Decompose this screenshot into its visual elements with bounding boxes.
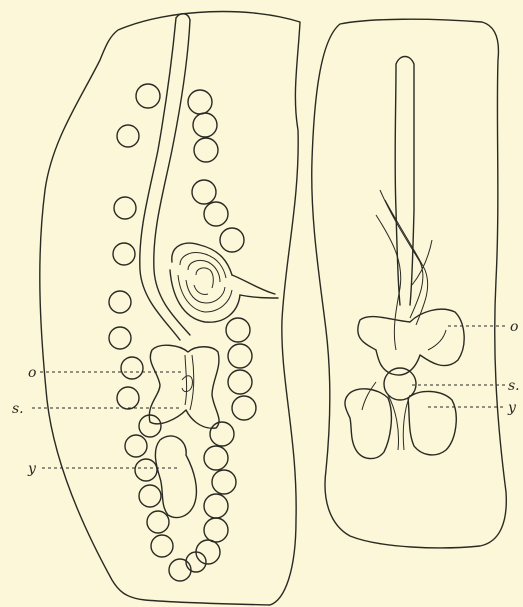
left-coiled-organ (170, 243, 278, 322)
right-nerve-cord (395, 57, 414, 306)
right-label-s: s. (508, 378, 520, 394)
right-specimen: o s. y (312, 19, 520, 548)
left-follicles (109, 84, 256, 581)
left-label-y: y (27, 461, 37, 477)
right-label-o: o (510, 319, 518, 335)
right-ducts (376, 190, 432, 350)
left-ovary-lobes (149, 345, 219, 428)
left-center-duct (182, 355, 194, 410)
left-label-s: s. (12, 401, 24, 417)
right-inner-loop (428, 330, 446, 350)
left-label-o: o (28, 365, 36, 381)
right-body-outline (312, 19, 507, 548)
right-label-y: y (507, 400, 517, 416)
left-specimen: o s. y (12, 12, 300, 605)
right-ovary-lobes (358, 309, 464, 375)
left-y-sac (155, 436, 196, 518)
